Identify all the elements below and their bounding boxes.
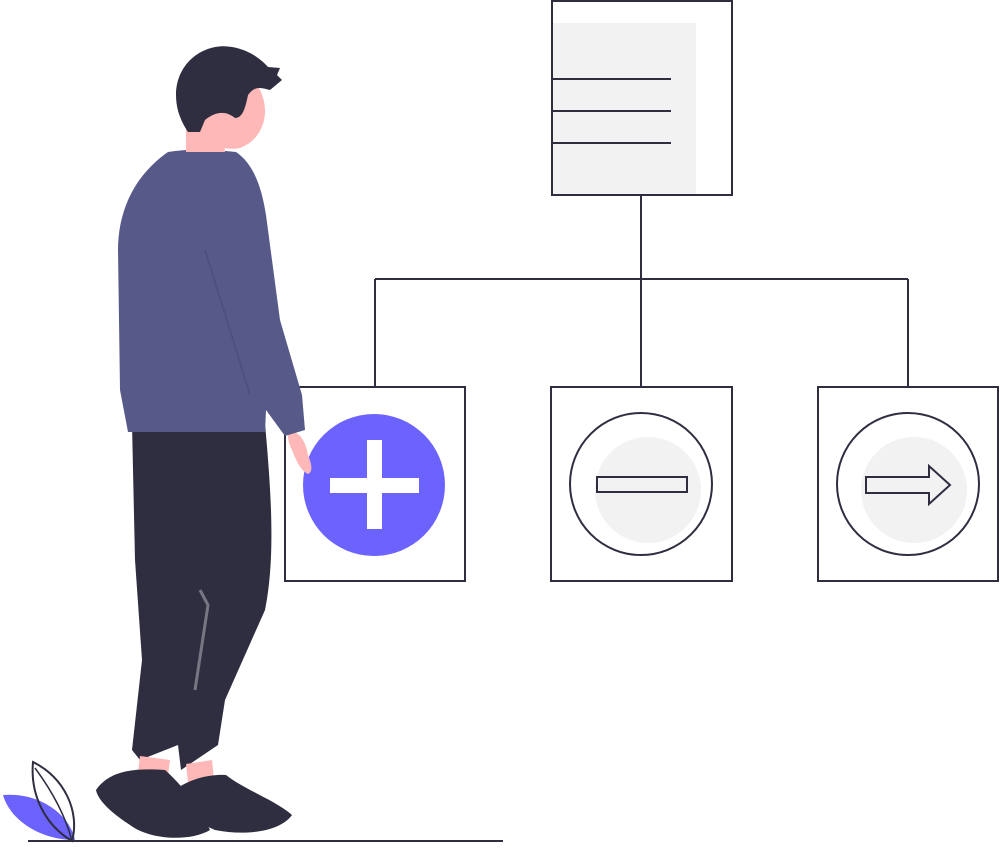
- tree-connectors: [374, 195, 909, 387]
- arrow-right-icon: [865, 463, 952, 507]
- next-card[interactable]: [817, 386, 999, 582]
- hair: [176, 46, 282, 132]
- sweater: [118, 149, 305, 436]
- document-card: [551, 0, 733, 196]
- remove-button[interactable]: [569, 412, 713, 556]
- plus-icon: [330, 440, 419, 529]
- add-card[interactable]: [284, 386, 466, 582]
- left-shoe: [96, 769, 210, 838]
- sweater-fold: [204, 249, 251, 396]
- next-button[interactable]: [836, 412, 980, 556]
- remove-card[interactable]: [550, 386, 733, 582]
- document-icon: [553, 23, 696, 194]
- hand: [288, 430, 312, 474]
- next-button-shade: [861, 437, 967, 543]
- remove-button-circle: [569, 412, 713, 556]
- remove-button-shade: [595, 437, 701, 543]
- pants-fold: [193, 589, 210, 691]
- pants: [132, 424, 272, 770]
- right-shoe: [175, 774, 292, 833]
- remove-card-frame: [550, 386, 733, 582]
- plant-icon: [3, 760, 76, 843]
- minus-icon: [596, 476, 688, 493]
- leaf-vein: [34, 767, 73, 842]
- add-button[interactable]: [303, 414, 445, 556]
- person-figure: [96, 46, 312, 838]
- next-button-circle: [836, 412, 980, 556]
